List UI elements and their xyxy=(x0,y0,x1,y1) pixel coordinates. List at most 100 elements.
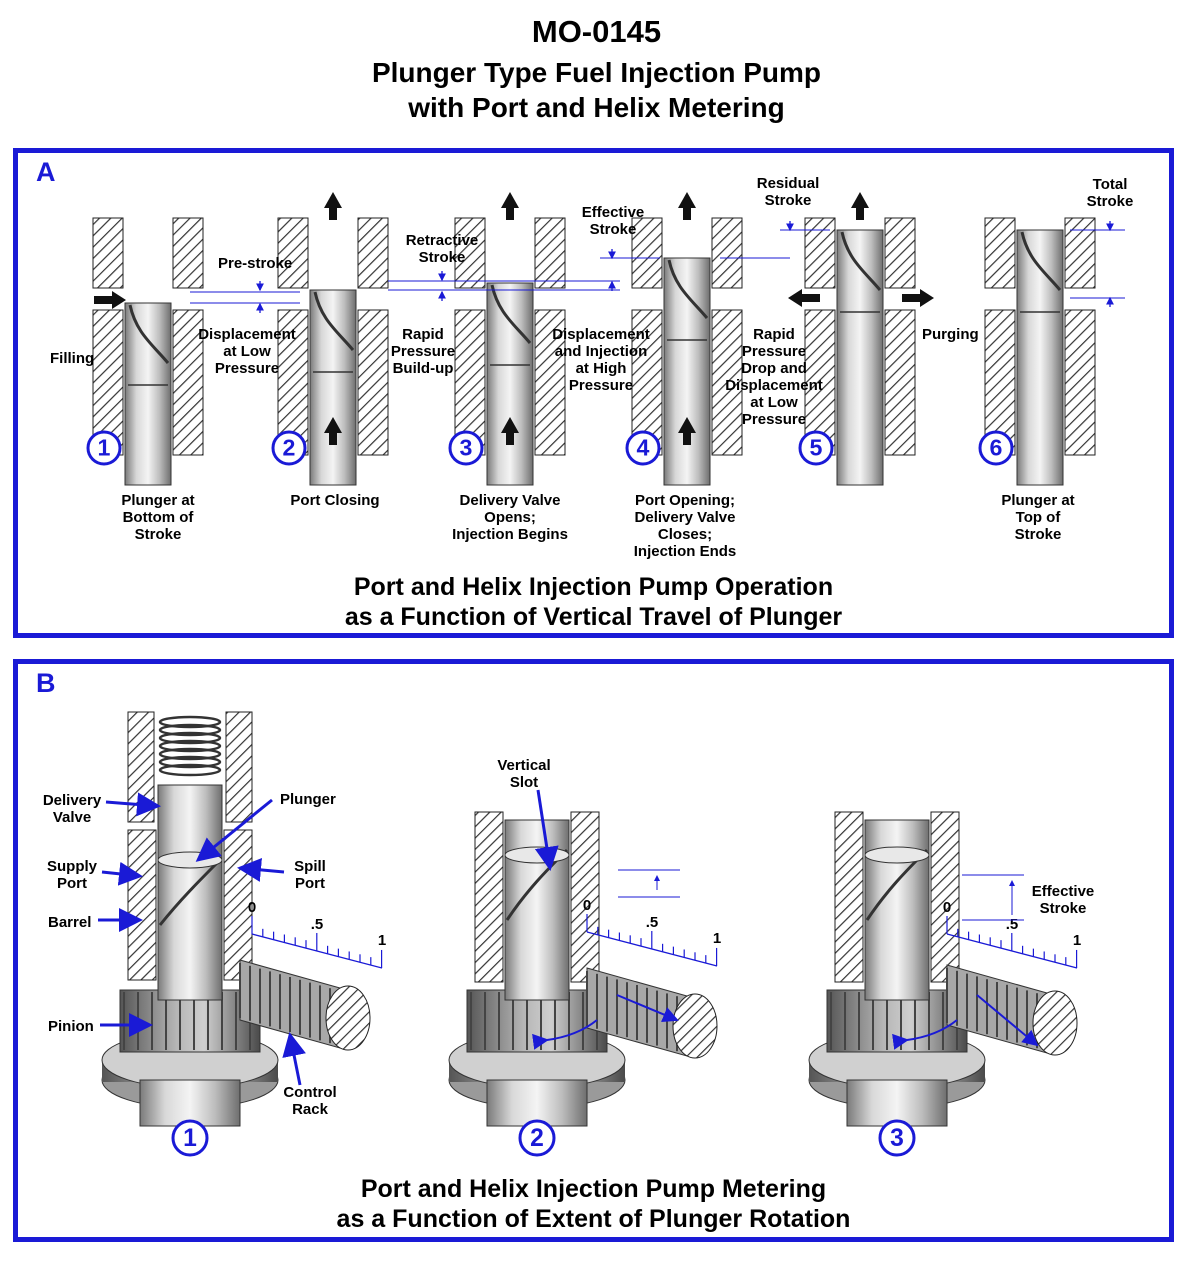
stage-6: 6 xyxy=(978,217,1096,486)
panel-b-metering: B xyxy=(13,659,1174,1242)
stage-3-wall-upper-right xyxy=(534,217,566,289)
view-1-stem xyxy=(139,1079,241,1127)
stage-5-number-text: 5 xyxy=(810,435,823,461)
stage-5-wall-upper-right xyxy=(884,217,916,289)
callout-leader-0 xyxy=(105,792,161,817)
stage-4-rise-arrow-shape xyxy=(678,417,696,445)
stage-5-wall-lower-right xyxy=(884,309,916,456)
purging-arrow-left xyxy=(788,289,820,307)
stage-6-wall-upper-left xyxy=(984,217,1016,289)
stage-2-wall-upper-left xyxy=(277,217,309,289)
stage-1-number-ring xyxy=(86,430,122,466)
view-3-stem xyxy=(846,1079,948,1127)
callout-leader-1 xyxy=(195,798,273,862)
stage-6-number-text: 6 xyxy=(990,435,1003,461)
view-2-barrel-left xyxy=(474,811,504,983)
stage-3-rise-arrow xyxy=(501,417,519,445)
view-1-barrel-left xyxy=(127,829,157,981)
stage-2-delivery-arrow-shape xyxy=(324,192,342,220)
filling-arrow-shape xyxy=(94,291,126,309)
stage-6-helix xyxy=(1020,231,1062,291)
stage-4-wall-upper-right xyxy=(711,217,743,289)
label-plunger: Plunger xyxy=(280,791,336,808)
stage-4-plunger xyxy=(663,257,711,486)
view-3-scale-label-0: 0 xyxy=(943,899,951,916)
stage-3: 3 xyxy=(448,192,566,486)
stage-1-wall-upper-right xyxy=(172,217,204,289)
stage-5-wall-upper-left xyxy=(804,217,836,289)
view-1-control-rack xyxy=(239,959,371,1051)
stage-1-number: 1 xyxy=(86,430,122,466)
pump-view-2: 0.512 xyxy=(448,811,721,1157)
view-1-spring-coil-6 xyxy=(158,763,222,777)
view-3-barrel-left xyxy=(834,811,864,983)
stage-3-number-text: 3 xyxy=(460,435,473,461)
stage-2-number: 2 xyxy=(271,430,307,466)
view-1-rack-end xyxy=(325,985,371,1051)
stage-2-caption: Port Closing xyxy=(290,492,380,509)
view-1-number: 1 xyxy=(171,1119,209,1157)
stage-6-wall-upper-right xyxy=(1064,217,1096,289)
stage-2-wall-lower-left xyxy=(277,309,309,456)
view-3-barrel-right xyxy=(930,811,960,983)
view-3-scale-label-1: 1 xyxy=(1073,932,1081,949)
stage-3-rise-arrow-shape xyxy=(501,417,519,445)
stage-4-number: 4 xyxy=(625,430,661,466)
stage-5-plunger xyxy=(836,229,884,486)
view-1-helix xyxy=(158,858,222,926)
stage-1: 1 xyxy=(86,217,204,486)
view-3-number-text: 3 xyxy=(890,1125,904,1152)
view-2-number-ring xyxy=(518,1119,556,1157)
stage-5-helix xyxy=(840,231,882,291)
stage-3-wall-lower-left xyxy=(454,309,486,456)
stage-4-delivery-arrow xyxy=(678,192,696,220)
stage-4-number-ring xyxy=(625,430,661,466)
stage-5-delivery-arrow-shape xyxy=(851,192,869,220)
purging-arrow-left-shape xyxy=(788,289,820,307)
callout-leader-6 xyxy=(282,1032,306,1086)
view-2-number: 2 xyxy=(518,1119,556,1157)
stage-2-number-text: 2 xyxy=(283,435,296,461)
view-1-scale-base xyxy=(251,933,383,969)
stage-4-wall-lower-left xyxy=(631,309,663,456)
stage-5-delivery-arrow xyxy=(851,192,869,220)
view-2-stem xyxy=(486,1079,588,1127)
stage-4-rise-arrow xyxy=(678,417,696,445)
stage-3-wall-lower-right xyxy=(534,309,566,456)
stage-4-number-text: 4 xyxy=(637,435,650,461)
view-1-spring-coil-3 xyxy=(158,739,222,753)
view-3-rack-travel-arrow xyxy=(976,994,1039,1047)
stage-3-delivery-arrow xyxy=(501,192,519,220)
pump-view-3: 0.513 xyxy=(808,811,1081,1157)
view-2-rotation-arrow xyxy=(532,1019,598,1050)
view-1-holder-right xyxy=(225,711,253,823)
callout-leader-3 xyxy=(237,857,285,882)
stage-1-wall-lower-right xyxy=(172,309,204,456)
stage-1-helix xyxy=(128,304,170,364)
view-2-scale-label-1: 1 xyxy=(713,930,721,947)
label-pre-stroke: Pre-stroke xyxy=(218,255,293,272)
view-1-number-text: 1 xyxy=(183,1125,197,1152)
stage-3-number-ring xyxy=(448,430,484,466)
purging-arrow-right-shape xyxy=(902,289,934,307)
document-title-line-2: with Port and Helix Metering xyxy=(408,92,785,123)
view-1-scale-label-1: 1 xyxy=(378,932,386,949)
stage-3-number: 3 xyxy=(448,430,484,466)
stage-2-delivery-arrow xyxy=(324,192,342,220)
